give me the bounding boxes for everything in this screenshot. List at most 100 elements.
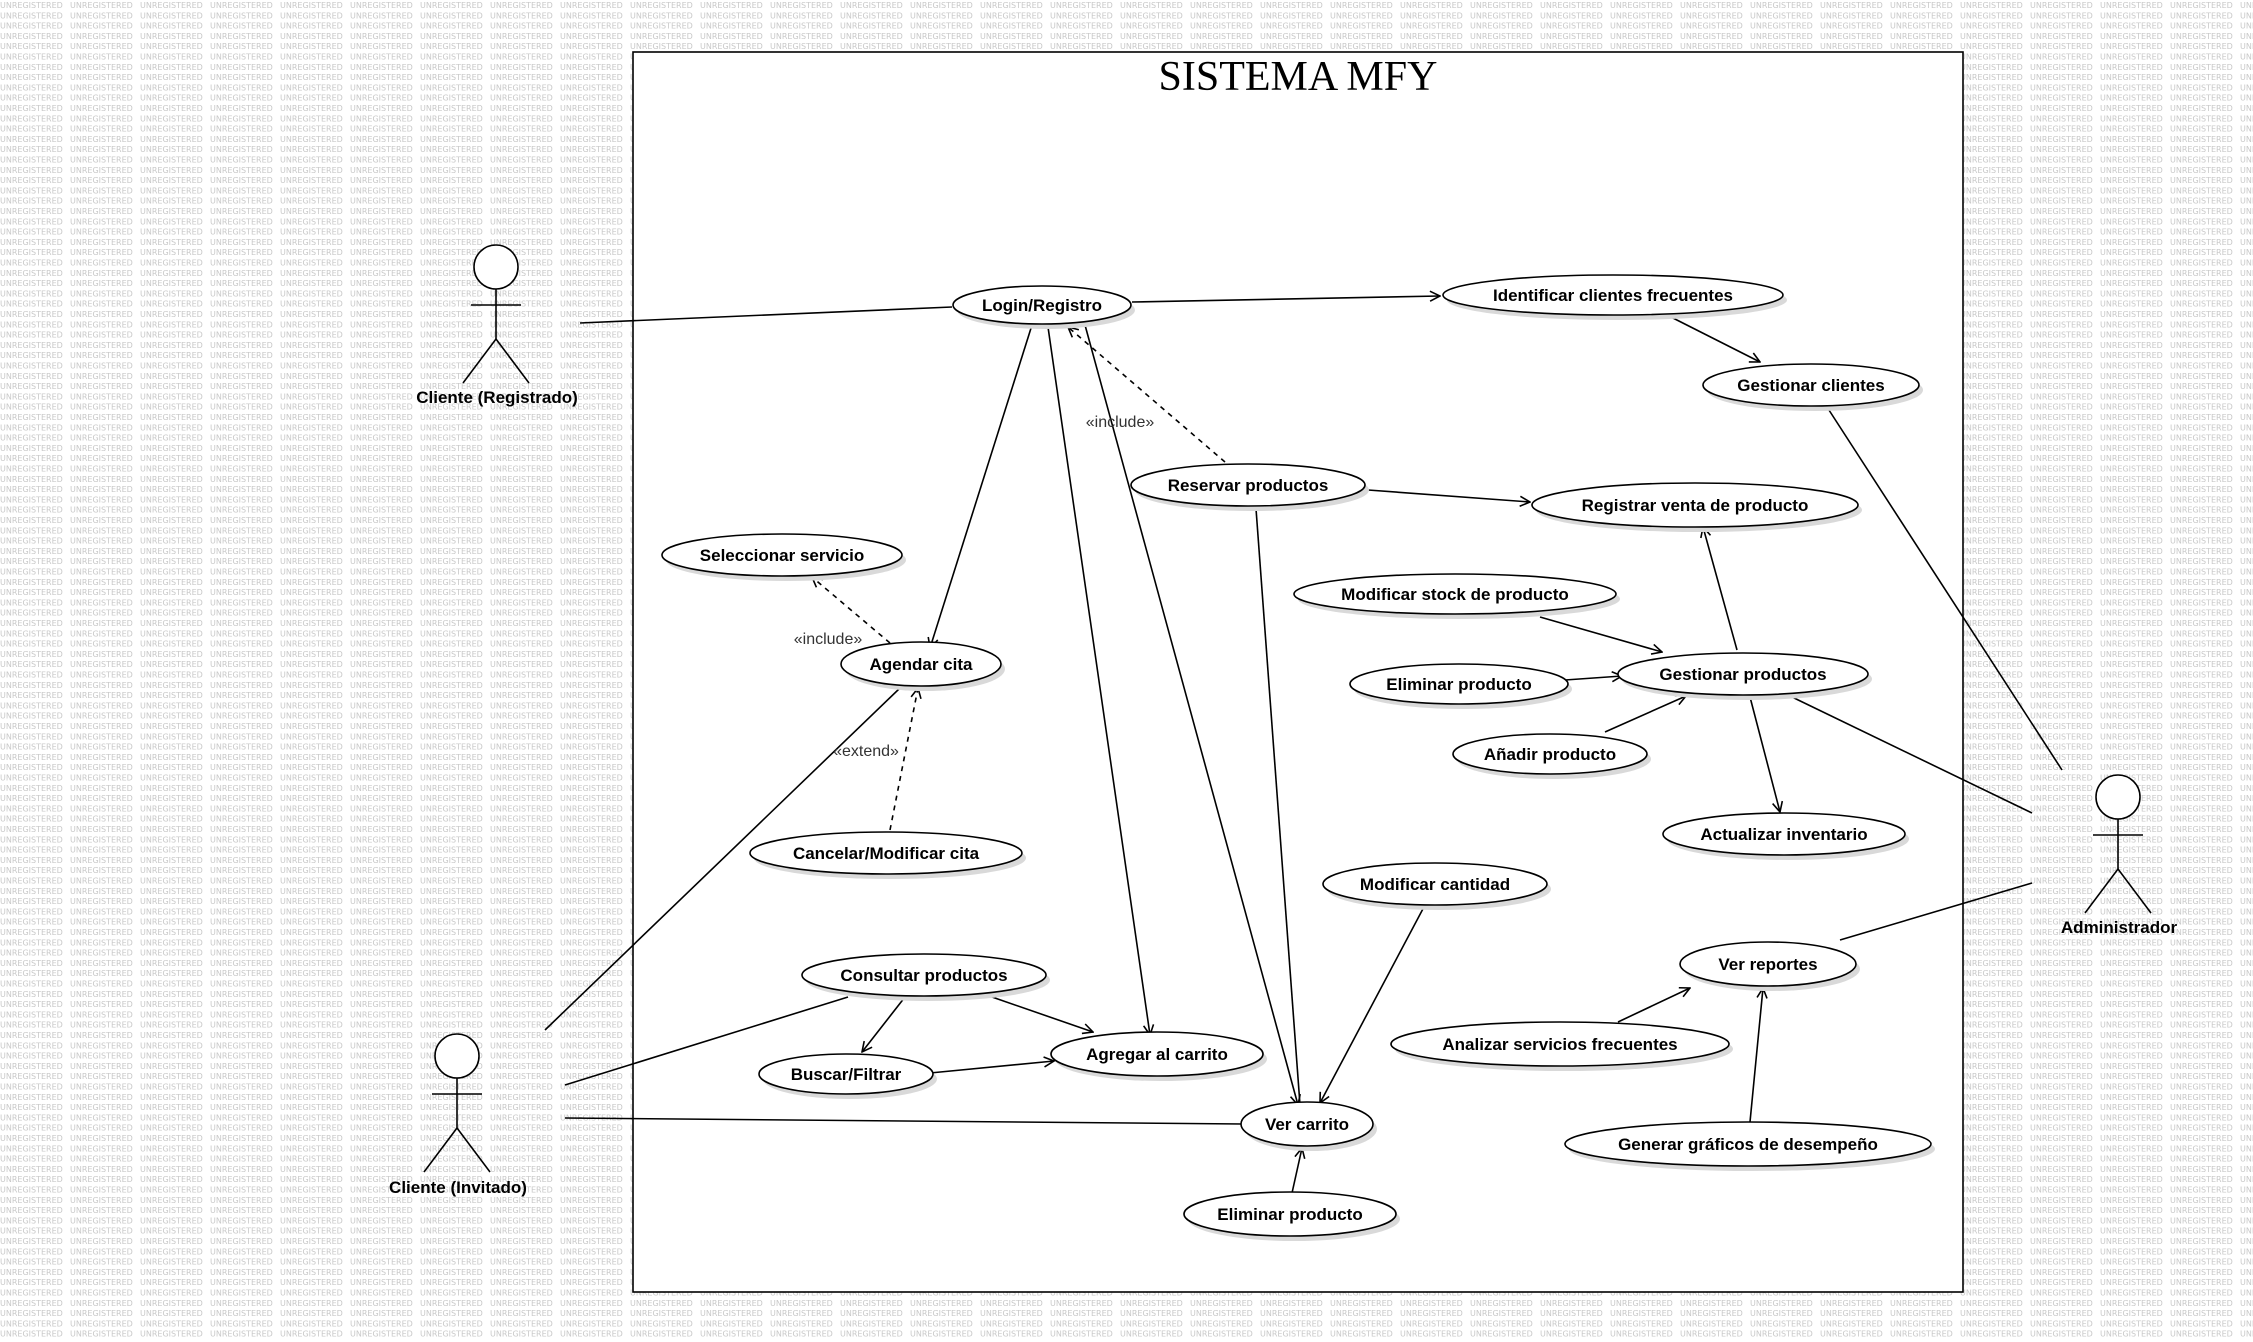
watermark-text: UNREGISTERED bbox=[0, 73, 63, 82]
watermark-text: UNREGISTERED bbox=[140, 804, 203, 813]
watermark-text: UNREGISTERED bbox=[490, 640, 553, 649]
use-case-seleccionar-servicio[interactable]: Seleccionar servicio bbox=[661, 533, 906, 581]
watermark-text: UNREGISTERED bbox=[70, 537, 133, 546]
watermark-text: UNREGISTERED bbox=[0, 186, 63, 195]
watermark-text: UNREGISTERED bbox=[1470, 1319, 1533, 1328]
watermark-text: UNREGISTERED bbox=[350, 22, 413, 31]
watermark-text: UNREGISTERED bbox=[980, 1309, 1043, 1318]
watermark-text: UNREGISTERED bbox=[490, 83, 553, 92]
watermark-text: UNREGISTERED bbox=[420, 866, 483, 875]
use-case-actualizar-inventario[interactable]: Actualizar inventario bbox=[1662, 812, 1909, 860]
watermark-text: UNREGISTERED bbox=[210, 753, 273, 762]
watermark-text: UNREGISTERED bbox=[70, 1124, 133, 1133]
watermark-text: UNREGISTERED bbox=[140, 774, 203, 783]
watermark-text: UNREGISTERED bbox=[2100, 722, 2163, 731]
watermark-text: UNREGISTERED bbox=[2100, 320, 2163, 329]
watermark-text: UNREGISTERED bbox=[2170, 207, 2233, 216]
watermark-text: UNREGISTERED bbox=[70, 289, 133, 298]
use-case-identificar[interactable]: Identificar clientes frecuentes bbox=[1442, 274, 1787, 320]
watermark-text: UNREGISTERED bbox=[490, 475, 553, 484]
watermark-text: UNREGISTERED bbox=[210, 949, 273, 958]
watermark-text: UNREGISTERED bbox=[560, 83, 623, 92]
watermark-text: UNREGISTERED bbox=[280, 1113, 343, 1122]
watermark-text: UNREGISTERED bbox=[280, 1010, 343, 1019]
actor-cliente-invitado[interactable]: Cliente (Invitado) bbox=[389, 1033, 527, 1197]
use-case-gestionar-clientes[interactable]: Gestionar clientes bbox=[1702, 363, 1923, 411]
watermark-text: UNREGISTERED bbox=[1820, 1299, 1883, 1308]
watermark-text: UNREGISTERED bbox=[560, 1155, 623, 1164]
watermark-text: UNREGISTERED bbox=[0, 454, 63, 463]
watermark-text: UNREGISTERED bbox=[2170, 341, 2233, 350]
use-case-analizar-servicios[interactable]: Analizar servicios frecuentes bbox=[1390, 1021, 1733, 1071]
use-case-gestionar-productos[interactable]: Gestionar productos bbox=[1617, 652, 1872, 700]
watermark-text: UNREGISTERED bbox=[2240, 753, 2253, 762]
use-case-buscar-filtrar[interactable]: Buscar/Filtrar bbox=[758, 1053, 937, 1099]
watermark-text: UNREGISTERED bbox=[70, 434, 133, 443]
watermark-text: UNREGISTERED bbox=[490, 1299, 553, 1308]
watermark-text: UNREGISTERED bbox=[490, 609, 553, 618]
watermark-text: UNREGISTERED bbox=[2170, 1124, 2233, 1133]
watermark-text: UNREGISTERED bbox=[140, 1113, 203, 1122]
watermark-text: UNREGISTERED bbox=[1260, 1309, 1323, 1318]
watermark-text: UNREGISTERED bbox=[490, 506, 553, 515]
watermark-text: UNREGISTERED bbox=[1960, 423, 2023, 432]
watermark-text: UNREGISTERED bbox=[0, 495, 63, 504]
use-case-ver-carrito[interactable]: Ver carrito bbox=[1240, 1101, 1377, 1151]
watermark-text: UNREGISTERED bbox=[70, 897, 133, 906]
watermark-text: UNREGISTERED bbox=[490, 660, 553, 669]
watermark-text: UNREGISTERED bbox=[70, 1062, 133, 1071]
watermark-text: UNREGISTERED bbox=[2170, 1237, 2233, 1246]
watermark-text: UNREGISTERED bbox=[210, 1175, 273, 1184]
watermark-text: UNREGISTERED bbox=[140, 753, 203, 762]
watermark-text: UNREGISTERED bbox=[280, 588, 343, 597]
watermark-text: UNREGISTERED bbox=[140, 22, 203, 31]
actor-administrador[interactable]: Administrador bbox=[2061, 774, 2178, 937]
watermark-text: UNREGISTERED bbox=[2170, 362, 2233, 371]
watermark-text: UNREGISTERED bbox=[0, 753, 63, 762]
watermark-text: UNREGISTERED bbox=[2240, 320, 2253, 329]
watermark-text: UNREGISTERED bbox=[0, 815, 63, 824]
use-case-generar-graficos[interactable]: Generar gráficos de desempeño bbox=[1564, 1121, 1935, 1171]
watermark-text: UNREGISTERED bbox=[420, 104, 483, 113]
use-case-anadir-producto[interactable]: Añadir producto bbox=[1452, 733, 1651, 779]
use-case-modificar-cantidad[interactable]: Modificar cantidad bbox=[1322, 862, 1551, 910]
watermark-text: UNREGISTERED bbox=[2030, 918, 2093, 927]
watermark-text: UNREGISTERED bbox=[1610, 32, 1673, 41]
actor-cliente-registrado[interactable]: Cliente (Registrado) bbox=[416, 244, 578, 407]
use-case-registrar-venta[interactable]: Registrar venta de producto bbox=[1531, 482, 1862, 532]
watermark-text: UNREGISTERED bbox=[1960, 1, 2023, 10]
watermark-text: UNREGISTERED bbox=[140, 320, 203, 329]
use-case-eliminar-producto-1[interactable]: Eliminar producto bbox=[1349, 663, 1572, 709]
use-case-eliminar-producto-2[interactable]: Eliminar producto bbox=[1183, 1191, 1400, 1241]
watermark-text: UNREGISTERED bbox=[70, 825, 133, 834]
use-case-reservar[interactable]: Reservar productos bbox=[1130, 463, 1369, 511]
use-case-modificar-stock[interactable]: Modificar stock de producto bbox=[1293, 573, 1620, 619]
use-case-agendar-cita[interactable]: Agendar cita bbox=[840, 641, 1005, 691]
watermark-text: UNREGISTERED bbox=[210, 763, 273, 772]
watermark-text: UNREGISTERED bbox=[1260, 32, 1323, 41]
use-case-ver-reportes[interactable]: Ver reportes bbox=[1679, 941, 1860, 991]
watermark-text: UNREGISTERED bbox=[0, 598, 63, 607]
watermark-text: UNREGISTERED bbox=[2240, 959, 2253, 968]
watermark-text: UNREGISTERED bbox=[280, 320, 343, 329]
watermark-text: UNREGISTERED bbox=[280, 166, 343, 175]
use-case-agregar-carrito[interactable]: Agregar al carrito bbox=[1050, 1031, 1267, 1081]
watermark-text: UNREGISTERED bbox=[210, 598, 273, 607]
use-case-login[interactable]: Login/Registro bbox=[952, 285, 1135, 329]
use-case-consultar-productos[interactable]: Consultar productos bbox=[801, 953, 1050, 1001]
watermark-text: UNREGISTERED bbox=[350, 238, 413, 247]
watermark-text: UNREGISTERED bbox=[560, 1031, 623, 1040]
watermark-text: UNREGISTERED bbox=[2240, 918, 2253, 927]
watermark-text: UNREGISTERED bbox=[490, 918, 553, 927]
watermark-text: UNREGISTERED bbox=[2240, 289, 2253, 298]
watermark-text: UNREGISTERED bbox=[490, 444, 553, 453]
watermark-text: UNREGISTERED bbox=[2170, 588, 2233, 597]
watermark-text: UNREGISTERED bbox=[2170, 289, 2233, 298]
watermark-text: UNREGISTERED bbox=[2240, 578, 2253, 587]
watermark-text: UNREGISTERED bbox=[0, 1021, 63, 1030]
watermark-text: UNREGISTERED bbox=[140, 763, 203, 772]
use-case-cancelar-cita[interactable]: Cancelar/Modificar cita bbox=[749, 831, 1026, 879]
watermark-text: UNREGISTERED bbox=[2170, 22, 2233, 31]
watermark-text: UNREGISTERED bbox=[140, 104, 203, 113]
watermark-text: UNREGISTERED bbox=[210, 197, 273, 206]
